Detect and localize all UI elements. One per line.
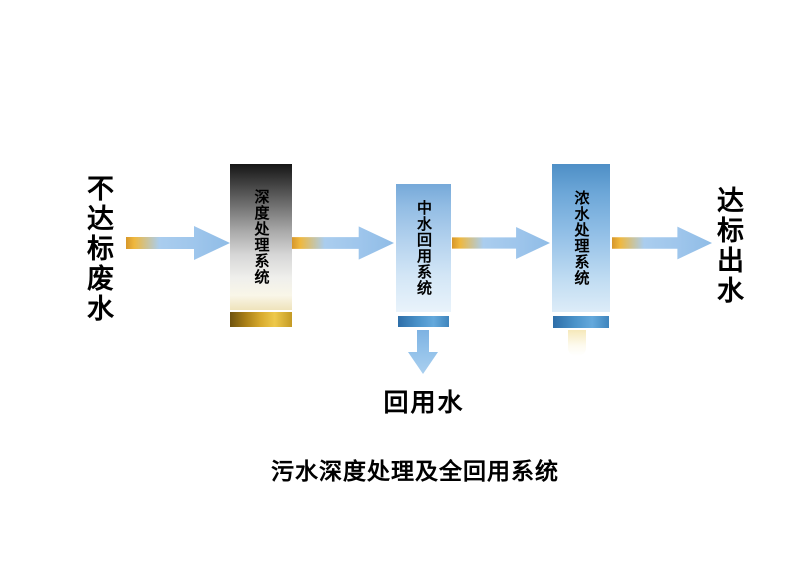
down-arrow-icon [408,330,438,374]
stage-label-concentrate-treatment: 浓水处理系统 [572,190,590,286]
concentrate-treatment-base-bar [553,316,609,328]
flow-arrow-2-icon [292,226,394,260]
stage-label-water-reuse: 中水回用系统 [415,200,432,296]
water-reuse-base-bar [398,316,449,327]
output-label: 达标出水 [713,186,743,306]
deep-treatment-base-bar [230,312,292,327]
stage-box-concentrate-treatment: 浓水处理系统 [552,164,610,312]
gold-reflection-decoration [568,330,586,356]
stage-box-deep-treatment: 深度处理系统 [230,164,292,310]
flow-arrow-1-icon [126,226,230,260]
reuse-water-label: 回用水 [383,389,465,417]
input-label: 不达标废水 [83,174,113,324]
flow-arrow-3-icon [452,226,550,260]
stage-box-water-reuse: 中水回用系统 [396,184,451,312]
diagram-caption: 污水深度处理及全回用系统 [271,458,559,484]
stage-label-deep-treatment: 深度处理系统 [252,189,270,285]
flow-arrow-4-icon [612,226,712,260]
